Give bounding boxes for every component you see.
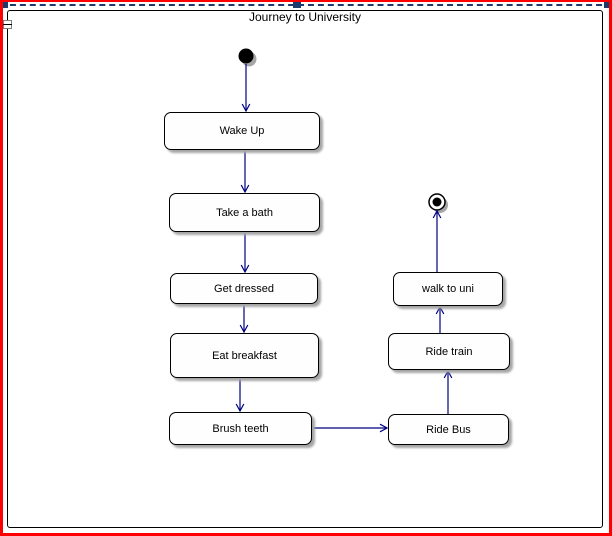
diagram-title: Journey to University — [248, 10, 362, 24]
activity-label-wake-up: Wake Up — [219, 125, 265, 137]
edge-ride-bus-to-ride-train[interactable] — [443, 369, 453, 414]
activity-label-get-dressed: Get dressed — [214, 282, 274, 295]
frame-collapse-handle-line — [0, 24, 12, 25]
activity-frame[interactable] — [7, 10, 603, 528]
activity-node-brush-teeth[interactable]: Brush teeth — [169, 412, 312, 445]
start-node[interactable] — [238, 48, 257, 67]
final-node[interactable] — [428, 193, 448, 213]
activity-node-ride-bus[interactable]: Ride Bus — [388, 414, 509, 445]
activity-label-eat-breakfast: Eat breakfast — [212, 349, 277, 362]
edge-breakfast-to-brush[interactable] — [235, 378, 245, 413]
activity-label-walk-to-uni: walk to uni — [422, 283, 474, 295]
selection-handle-middle[interactable] — [293, 2, 301, 8]
edge-start-to-wake-up[interactable] — [241, 64, 251, 113]
activity-node-walk-to-uni[interactable]: walk to uni — [393, 272, 503, 306]
selection-marquee-line — [0, 4, 612, 6]
activity-label-take-a-bath: Take a bath — [216, 206, 273, 219]
activity-node-eat-breakfast[interactable]: Eat breakfast — [170, 333, 319, 378]
activity-node-ride-train[interactable]: Ride train — [388, 333, 510, 370]
activity-label-ride-bus: Ride Bus — [426, 423, 471, 436]
activity-node-get-dressed[interactable]: Get dressed — [170, 273, 318, 304]
activity-label-brush-teeth: Brush teeth — [212, 422, 269, 435]
edge-walk-to-end[interactable] — [432, 209, 442, 272]
selection-handle-left[interactable] — [0, 2, 8, 8]
edge-ride-train-to-walk[interactable] — [435, 305, 445, 333]
activity-node-wake-up[interactable]: Wake Up — [164, 112, 320, 150]
edge-brush-to-ride-bus[interactable] — [313, 423, 389, 433]
selection-handle-right[interactable] — [604, 2, 612, 8]
edge-wake-up-to-take-a-bath[interactable] — [240, 150, 250, 194]
activity-node-take-a-bath[interactable]: Take a bath — [169, 193, 320, 232]
activity-label-ride-train: Ride train — [425, 345, 473, 358]
edge-take-a-bath-to-dressed[interactable] — [240, 232, 250, 274]
edge-dressed-to-breakfast[interactable] — [239, 304, 249, 334]
